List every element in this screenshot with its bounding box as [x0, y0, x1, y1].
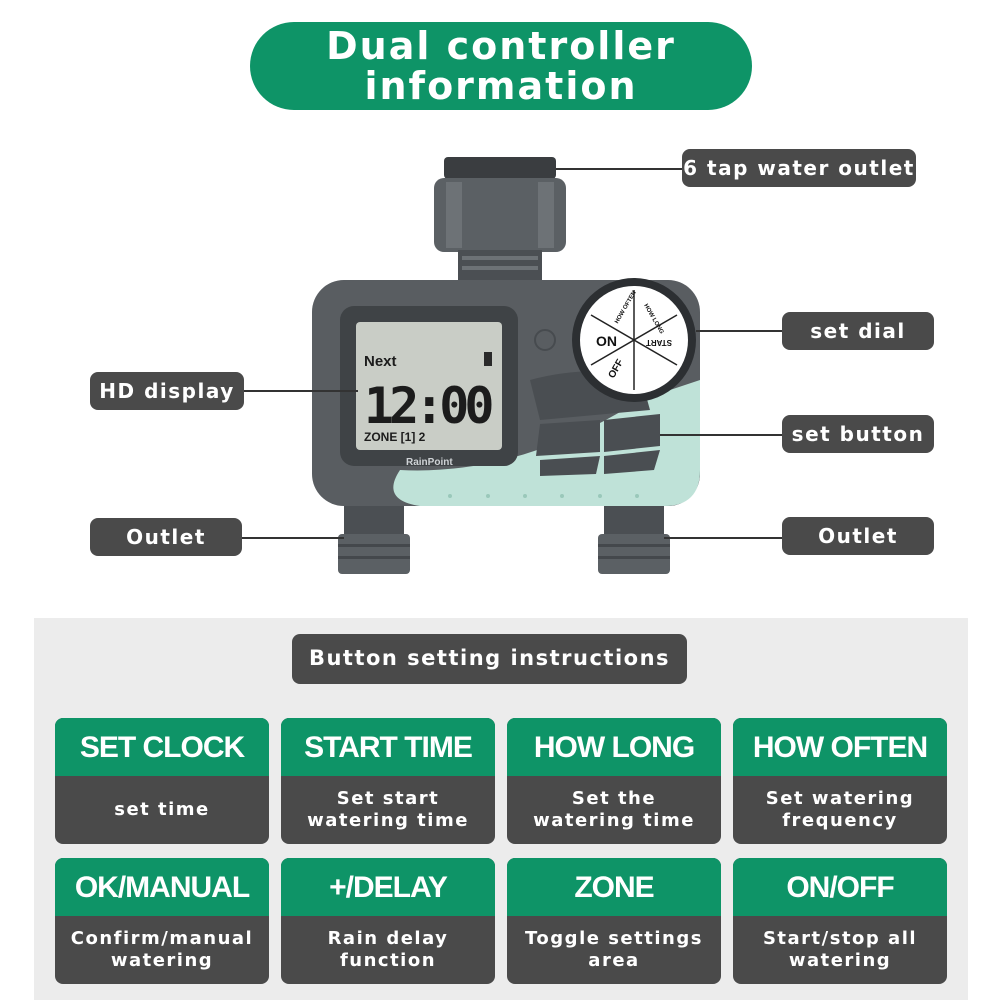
- leader-set-button: [660, 434, 784, 436]
- button-desc: Rain delay function: [327, 928, 449, 971]
- button-name: START TIME: [281, 718, 495, 776]
- button-desc: set time: [114, 799, 210, 820]
- button-name: ON/OFF: [733, 858, 947, 916]
- leader-tap: [556, 168, 682, 170]
- callout-outlet-left: Outlet: [90, 518, 242, 556]
- button-desc: Toggle settings area: [525, 928, 703, 971]
- button-card-delay: +/DELAY Rain delay function: [281, 858, 495, 984]
- title-line-1: Dual controller: [326, 24, 676, 68]
- dial-on-label: ON: [596, 333, 617, 349]
- leader-outlet-right: [664, 537, 784, 539]
- page-title: Dual controller information: [250, 22, 752, 110]
- callout-tap-outlet: 6 tap water outlet: [682, 149, 916, 187]
- button-desc: Start/stop all watering: [762, 928, 918, 971]
- button-card-set-clock: SET CLOCK set time: [55, 718, 269, 844]
- indicator-ring: [534, 329, 556, 351]
- button-name: +/DELAY: [281, 858, 495, 916]
- title-line-2: information: [364, 64, 638, 108]
- outlet-right: [598, 506, 670, 574]
- callout-set-button: set button: [782, 415, 934, 453]
- button-card-how-often: HOW OFTEN Set watering frequency: [733, 718, 947, 844]
- button-desc: Set start watering time: [307, 788, 469, 831]
- leader-outlet-left: [242, 537, 344, 539]
- button-desc: Confirm/manual watering: [70, 928, 254, 971]
- button-card-start-time: START TIME Set start watering time: [281, 718, 495, 844]
- button-name: ZONE: [507, 858, 721, 916]
- lcd-time: 12:00: [364, 377, 492, 435]
- button-name: SET CLOCK: [55, 718, 269, 776]
- section-title: Button setting instructions: [292, 634, 687, 684]
- button-name: OK/MANUAL: [55, 858, 269, 916]
- dial-start-label: START: [646, 338, 672, 347]
- callout-hd-display: HD display: [90, 372, 244, 410]
- button-name: HOW OFTEN: [733, 718, 947, 776]
- lcd-screen: [356, 322, 502, 450]
- lcd-zone: ZONE [1] 2: [364, 430, 426, 444]
- leader-dial: [696, 330, 784, 332]
- button-card-on-off: ON/OFF Start/stop all watering: [733, 858, 947, 984]
- lcd-next-label: Next: [364, 353, 397, 370]
- button-card-zone: ZONE Toggle settings area: [507, 858, 721, 984]
- outlet-left: [338, 506, 410, 574]
- callout-outlet-right: Outlet: [782, 517, 934, 555]
- button-desc: Set watering frequency: [765, 788, 915, 831]
- button-name: HOW LONG: [507, 718, 721, 776]
- button-desc: Set the watering time: [533, 788, 695, 831]
- water-timer-device: Next 12:00 ZONE [1] 2 RainPoint ON OFF S…: [312, 157, 700, 574]
- set-dial: ON OFF START HOW LONG HOW OFTEN: [572, 278, 696, 402]
- leader-display: [244, 390, 358, 392]
- button-card-ok-manual: OK/MANUAL Confirm/manual watering: [55, 858, 269, 984]
- button-card-how-long: HOW LONG Set the watering time: [507, 718, 721, 844]
- tap-connector: [434, 157, 566, 280]
- brand-logo: RainPoint: [406, 457, 453, 468]
- callout-set-dial: set dial: [782, 312, 934, 350]
